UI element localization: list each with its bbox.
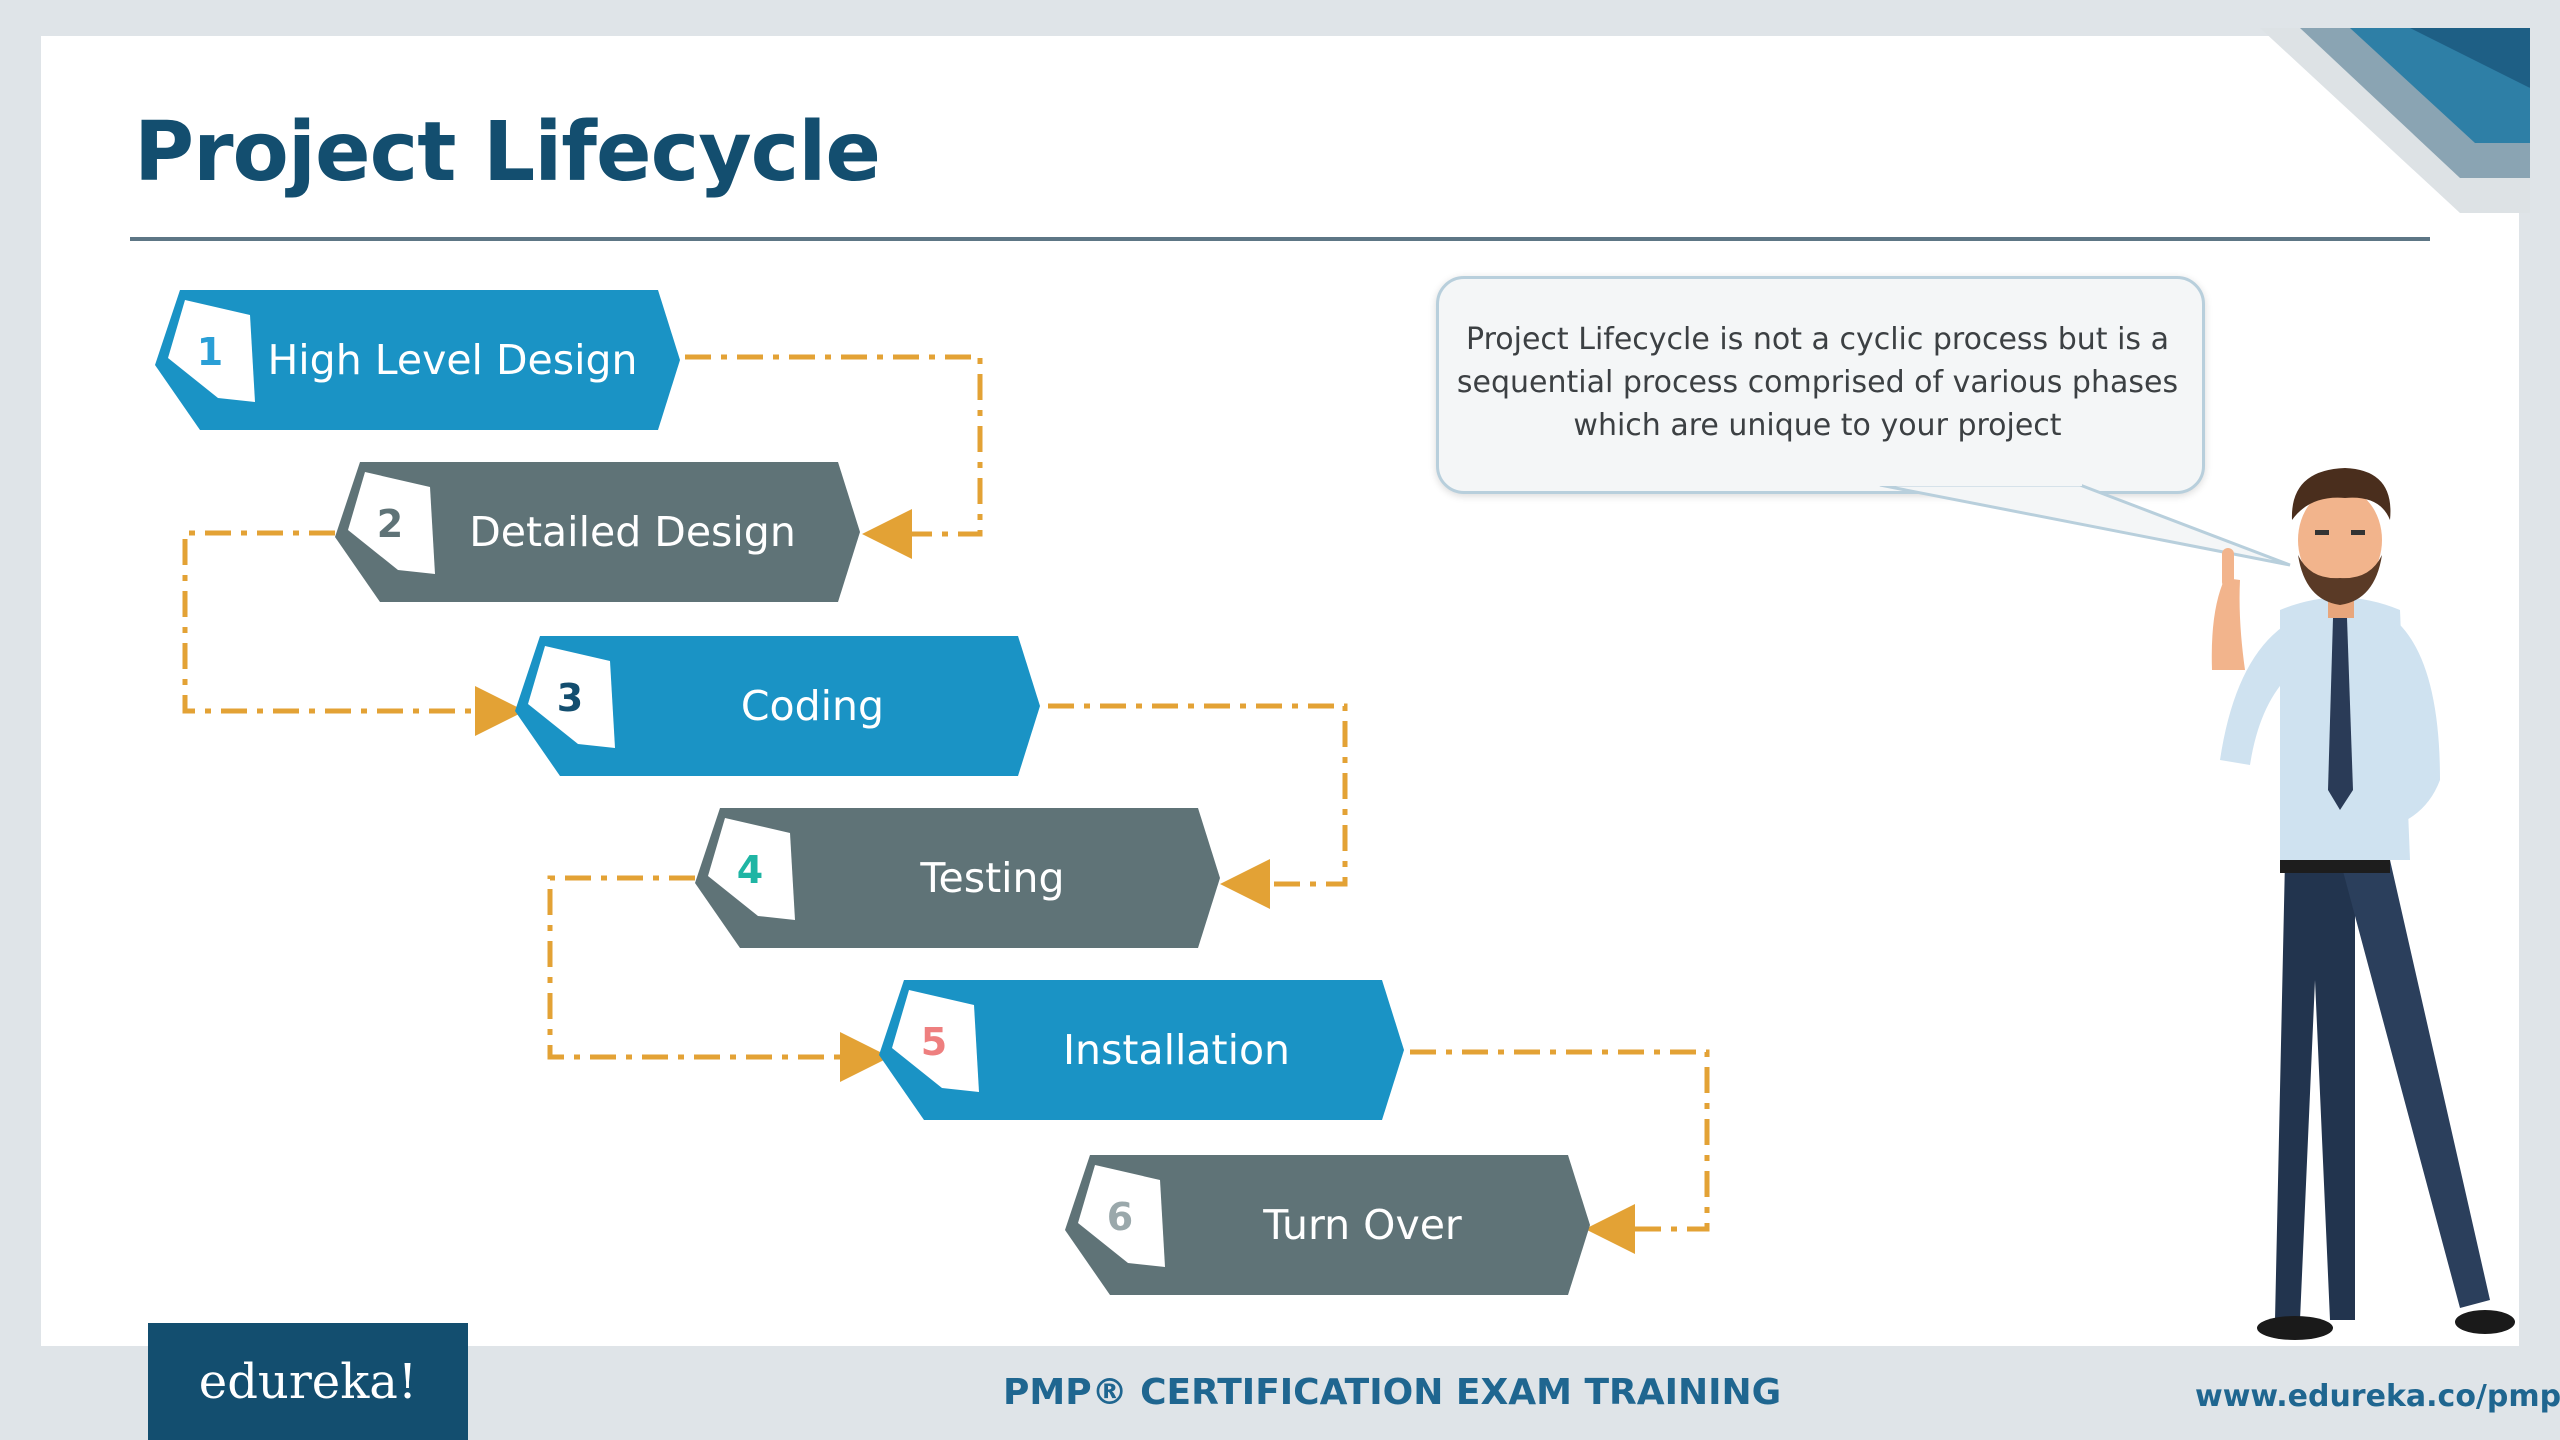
step-1-label: High Level Design	[267, 336, 638, 384]
step-3-badge	[528, 646, 615, 748]
step-4-label: Testing	[920, 854, 1065, 902]
step-5-label: Installation	[1062, 1026, 1291, 1074]
edureka-logo: edureka!	[148, 1323, 468, 1440]
step-5-shape	[879, 980, 1404, 1120]
connector-5-6	[1410, 1049, 1710, 1254]
connector-3-4	[1048, 703, 1348, 909]
step-4-badge	[708, 818, 795, 920]
step-4-shape	[695, 808, 1220, 948]
step-2-label: Detailed Design	[469, 508, 796, 556]
presenter-illustration	[2211, 468, 2515, 1340]
step-6-badge	[1078, 1165, 1165, 1267]
step-2-shape	[335, 462, 860, 602]
footer-course-title: PMP® CERTIFICATION EXAM TRAINING	[1003, 1372, 1782, 1413]
step-2-number: 2	[376, 502, 404, 546]
step-1-badge	[168, 300, 255, 402]
slide-canvas	[41, 36, 2519, 1346]
callout-text: Project Lifecycle is not a cyclic proces…	[1456, 322, 2179, 443]
step-6-number: 6	[1106, 1195, 1134, 1239]
step-3-shape	[515, 636, 1040, 776]
title-divider	[130, 237, 2430, 241]
page-title: Project Lifecycle	[134, 105, 881, 200]
footer-url[interactable]: www.edureka.co/pmp	[2195, 1379, 2560, 1414]
connector-1-2	[685, 354, 983, 559]
step-5-number: 5	[920, 1020, 948, 1064]
step-3-number: 3	[556, 676, 584, 720]
step-6-shape	[1065, 1155, 1590, 1295]
connector-2-3	[182, 530, 525, 736]
step-3-label: Coding	[740, 682, 885, 730]
corner-decoration	[2260, 28, 2530, 213]
step-6-label: Turn Over	[1263, 1201, 1462, 1249]
connector-4-5	[547, 875, 890, 1082]
step-5-badge	[892, 990, 979, 1092]
speech-bubble	[1436, 276, 2205, 494]
step-2-badge	[348, 472, 435, 574]
step-1-number: 1	[196, 330, 224, 374]
step-4-number: 4	[736, 848, 764, 892]
step-1-shape	[155, 290, 680, 430]
